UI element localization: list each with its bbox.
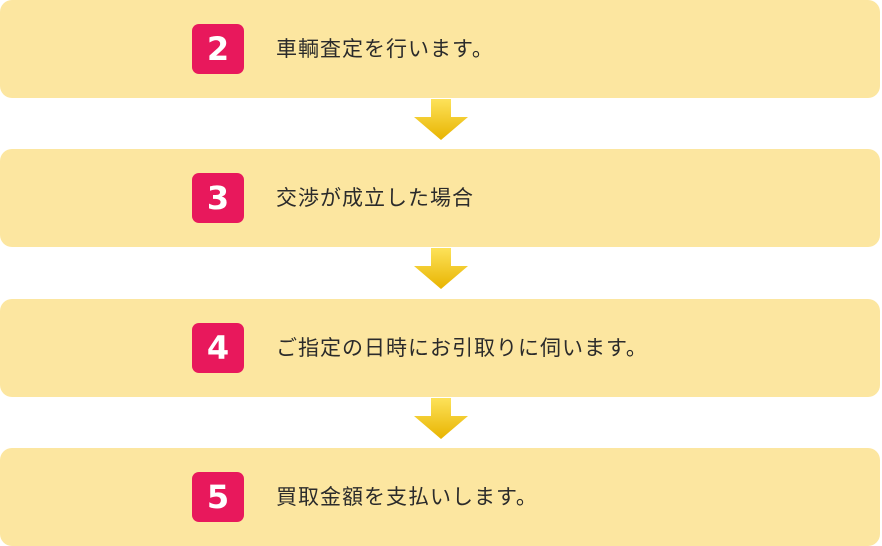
arrow-down-icon (414, 398, 468, 439)
step-description: 交渉が成立した場合 (276, 186, 474, 210)
step-5-box: 5 買取金額を支払いします。 (0, 448, 880, 546)
step-description: ご指定の日時にお引取りに伺います。 (276, 336, 648, 360)
step-3-box: 3 交渉が成立した場合 (0, 149, 880, 247)
arrow-down-icon (414, 99, 468, 140)
step-description: 買取金額を支払いします。 (276, 485, 538, 509)
step-number-badge: 5 (192, 472, 244, 522)
step-number-badge: 3 (192, 173, 244, 223)
arrow-down-icon (414, 248, 468, 289)
step-number-badge: 4 (192, 323, 244, 373)
step-2-box: 2 車輌査定を行います。 (0, 0, 880, 98)
step-description: 車輌査定を行います。 (276, 37, 494, 61)
step-4-box: 4 ご指定の日時にお引取りに伺います。 (0, 299, 880, 397)
step-number-badge: 2 (192, 24, 244, 74)
